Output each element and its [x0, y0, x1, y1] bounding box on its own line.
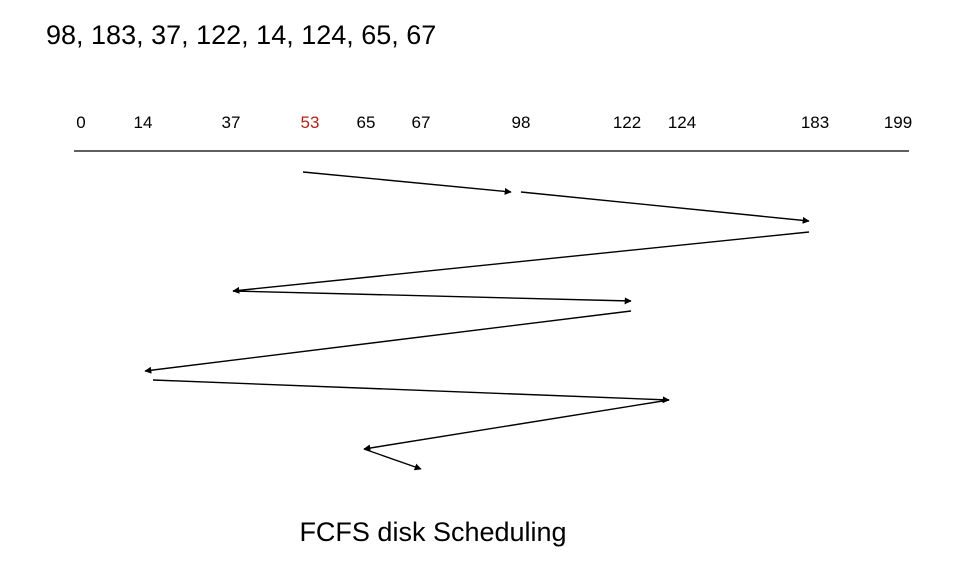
tick-label-37: 37	[222, 113, 241, 132]
move-arrow-53-to-98	[302, 171, 512, 195]
request-queue-text: 98, 183, 37, 122, 14, 124, 65, 67	[46, 20, 437, 50]
tick-label-199: 199	[884, 113, 912, 132]
diagram-caption: FCFS disk Scheduling	[299, 517, 567, 547]
move-arrow-37-to-122	[232, 290, 632, 305]
move-arrow-122-to-14	[144, 310, 632, 374]
tick-label-98: 98	[512, 113, 531, 132]
head-movement-arrows	[144, 171, 810, 471]
tick-label-65: 65	[357, 113, 376, 132]
cylinder-tick-labels: 0 14 37 53 65 67 98 122 124 183 199	[76, 113, 912, 132]
tick-label-53: 53	[301, 113, 320, 132]
tick-label-124: 124	[668, 113, 696, 132]
move-arrow-124-to-65	[363, 399, 670, 452]
move-arrow-183-to-37	[232, 231, 810, 294]
tick-label-67: 67	[412, 113, 431, 132]
tick-label-14: 14	[134, 113, 153, 132]
move-arrow-98-to-183	[520, 191, 810, 224]
tick-label-183: 183	[801, 113, 829, 132]
move-arrow-14-to-124	[152, 379, 670, 404]
tick-label-122: 122	[613, 113, 641, 132]
move-arrow-65-to-67	[363, 448, 422, 471]
tick-label-0: 0	[76, 113, 85, 132]
